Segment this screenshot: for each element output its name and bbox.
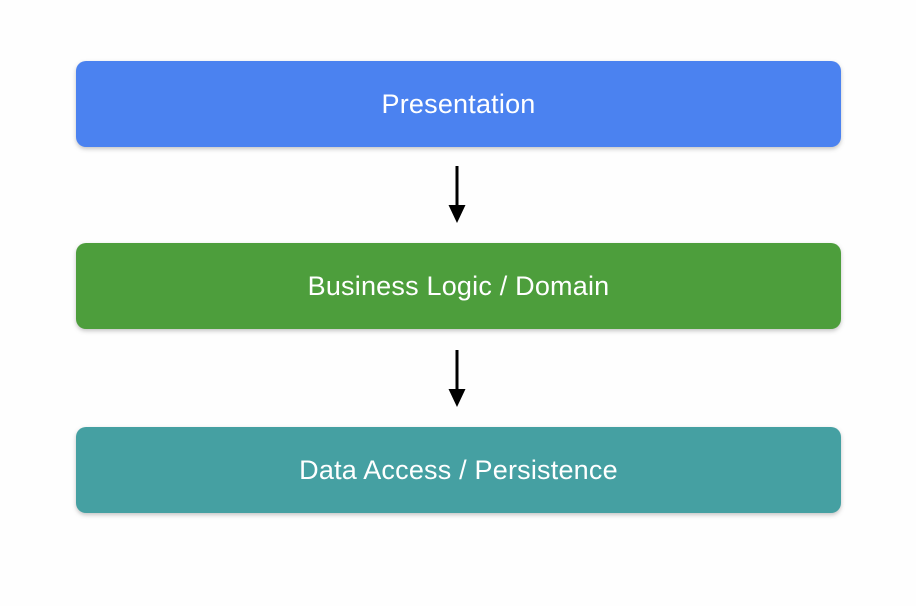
down-arrow-icon bbox=[445, 349, 469, 407]
layer-label-presentation: Presentation bbox=[381, 88, 536, 119]
layer-label-data-access: Data Access / Persistence bbox=[299, 454, 618, 485]
layer-box-presentation: Presentation bbox=[76, 61, 841, 147]
layer-box-business-logic: Business Logic / Domain bbox=[76, 243, 841, 329]
down-arrow-icon bbox=[445, 165, 469, 223]
layer-label-business-logic: Business Logic / Domain bbox=[307, 270, 610, 301]
layer-box-data-access: Data Access / Persistence bbox=[76, 427, 841, 513]
